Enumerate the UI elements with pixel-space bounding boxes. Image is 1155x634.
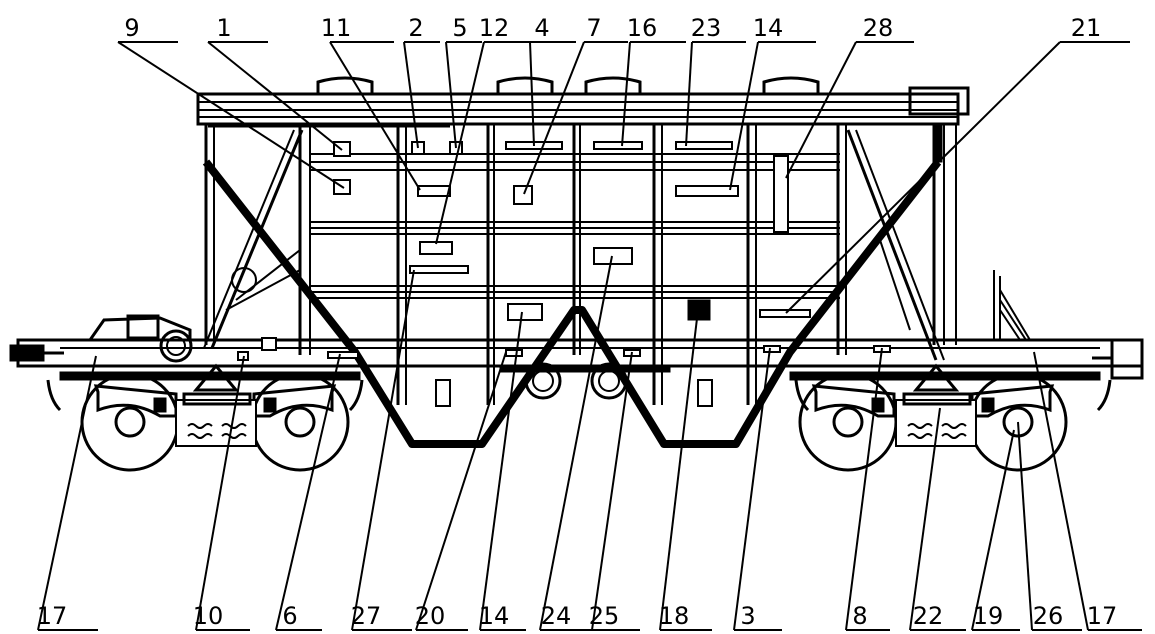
callout-leader <box>659 309 699 631</box>
callout-label-top: 14 <box>753 14 784 42</box>
callout-leader <box>195 355 245 631</box>
callout-leader <box>685 41 693 147</box>
body-posts <box>204 124 957 405</box>
callout-label-top: 9 <box>124 14 139 42</box>
callout-leader <box>845 347 883 631</box>
callout-leader <box>351 269 415 631</box>
callout-label-bottom: 20 <box>415 602 446 630</box>
callout-leader <box>785 41 857 179</box>
callout-label-bottom: 18 <box>659 602 690 630</box>
callout-leader <box>117 41 345 189</box>
callout-leader <box>785 41 1061 314</box>
callout-leader <box>591 351 633 631</box>
callout-leader <box>403 41 419 149</box>
callout-label-top: 11 <box>321 14 352 42</box>
right-bogie <box>794 363 1112 472</box>
callout-leader <box>415 351 507 631</box>
callout-label-top: 28 <box>863 14 894 42</box>
roof <box>196 86 970 128</box>
callout-label-top: 12 <box>479 14 510 42</box>
callout-label-bottom: 3 <box>740 602 755 630</box>
callout-label-bottom: 17 <box>1087 602 1118 630</box>
callout-leader <box>207 41 343 151</box>
callout-label-bottom: 6 <box>282 602 297 630</box>
callout-leader <box>539 255 613 631</box>
callout-leader <box>435 41 485 245</box>
callout-label-bottom: 8 <box>852 602 867 630</box>
callout-label-top: 21 <box>1071 14 1102 42</box>
end-ladder <box>993 270 1031 341</box>
callout-label-top: 4 <box>534 14 549 42</box>
callout-label-bottom: 17 <box>37 602 68 630</box>
brake-equipment <box>88 314 193 363</box>
callout-label-top: 5 <box>452 14 467 42</box>
callout-leader <box>621 41 631 147</box>
roof-hatches <box>316 76 820 94</box>
callout-leader <box>479 311 523 631</box>
callout-leader <box>275 353 341 631</box>
callout-label-top: 16 <box>627 14 658 42</box>
callout-leader <box>1017 421 1033 631</box>
callout-label-top: 7 <box>586 14 601 42</box>
callout-leaders <box>37 41 1142 631</box>
diagonal-braces <box>203 129 945 361</box>
callout-leader <box>445 41 457 149</box>
callout-leader <box>733 347 771 631</box>
callout-leader <box>329 41 421 191</box>
discharge-cylinders <box>524 362 628 400</box>
callout-leader <box>523 41 585 195</box>
callout-label-bottom: 22 <box>913 602 944 630</box>
callout-label-top: 2 <box>408 14 423 42</box>
callout-label-bottom: 24 <box>541 602 572 630</box>
callout-label-bottom: 10 <box>193 602 224 630</box>
callout-label-top: 1 <box>216 14 231 42</box>
left-bogie <box>46 363 364 472</box>
callout-label-bottom: 27 <box>351 602 382 630</box>
callout-leader <box>1033 351 1089 631</box>
callout-label-bottom: 25 <box>589 602 620 630</box>
callout-leader <box>729 41 759 191</box>
callout-leader <box>529 41 535 147</box>
callout-label-top: 23 <box>691 14 722 42</box>
callout-label-bottom: 26 <box>1033 602 1064 630</box>
callout-leader <box>909 407 941 631</box>
callout-leader <box>37 355 97 631</box>
callout-label-bottom: 14 <box>479 602 510 630</box>
hopper-outline <box>202 159 942 448</box>
callout-leader <box>971 429 1015 631</box>
callout-label-bottom: 19 <box>973 602 1004 630</box>
